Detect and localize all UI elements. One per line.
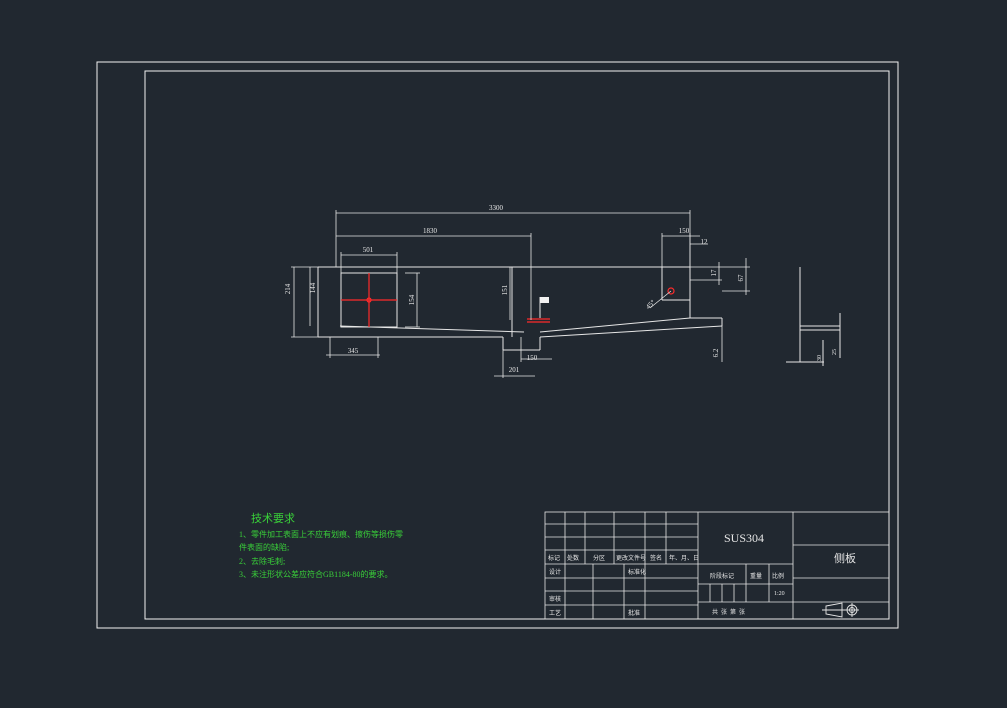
tb-header-cell: 处数 bbox=[567, 554, 579, 562]
technical-notes: 技术要求 1、零件加工表面上不应有划痕、擦伤等损伤零 件表面的缺陷; 2、去除毛… bbox=[239, 512, 403, 579]
tb-standardization-label: 标准化 bbox=[628, 568, 646, 576]
dim-right-width: 150 bbox=[679, 227, 690, 235]
dim-mid-height: 151 bbox=[501, 284, 509, 295]
dim-bottom-width: 150 bbox=[527, 354, 538, 362]
tb-header-cell: 标记 bbox=[548, 554, 560, 562]
dim-left-height: 214 bbox=[284, 283, 292, 294]
dim-overall-length: 3300 bbox=[489, 204, 504, 212]
title-block bbox=[544, 511, 890, 620]
tb-header-cell: 年、月、日 bbox=[669, 554, 699, 562]
notes-item: 1、零件加工表面上不应有划痕、擦伤等损伤零 bbox=[239, 529, 403, 539]
tb-scale-value: 1:20 bbox=[774, 591, 785, 597]
dim-bottom-offset: 201 bbox=[509, 366, 520, 374]
dim-length-2: 1830 bbox=[423, 227, 438, 235]
inner-border bbox=[144, 70, 890, 620]
outer-border bbox=[96, 61, 899, 629]
tb-process-label: 工艺 bbox=[549, 609, 561, 617]
tb-header-cell: 签名 bbox=[650, 554, 662, 562]
tb-header-cell: 分区 bbox=[593, 554, 605, 562]
main-view bbox=[317, 266, 723, 351]
dim-hole-width: 501 bbox=[363, 246, 374, 254]
side-view bbox=[786, 267, 841, 366]
dim-angle-note: 45° bbox=[644, 298, 657, 311]
dim-right-step: 17 bbox=[710, 269, 718, 277]
dimension-lines bbox=[291, 210, 750, 378]
dim-hole-offset: 345 bbox=[348, 347, 359, 355]
roughness-flag bbox=[539, 297, 549, 318]
projection-symbol-icon bbox=[822, 602, 859, 618]
dim-left-height-2: 144 bbox=[309, 282, 317, 293]
tb-header-cell: 更改文件号 bbox=[616, 554, 646, 562]
dim-right-gap: 12 bbox=[701, 238, 709, 246]
dim-hole-height: 154 bbox=[408, 294, 416, 305]
dim-right-height-2: 67 bbox=[737, 274, 745, 282]
tb-weight-label: 重量 bbox=[750, 572, 762, 580]
tb-material: SUS304 bbox=[724, 531, 764, 545]
tb-approve-label: 批准 bbox=[628, 609, 640, 617]
notes-item: 件表面的缺陷; bbox=[239, 542, 289, 552]
tb-scale-label: 比例 bbox=[772, 572, 784, 580]
notes-item: 2、去除毛刺; bbox=[239, 556, 285, 566]
tb-sheet-info: 共 张 第 张 bbox=[712, 608, 745, 616]
notes-title: 技术要求 bbox=[251, 512, 295, 525]
tb-part-name: 侧板 bbox=[834, 551, 856, 565]
hole-center-mark bbox=[341, 273, 397, 327]
notes-item: 3、未注形状公差应符合GB1184-80的要求。 bbox=[239, 569, 392, 579]
tb-designer-label: 设计 bbox=[549, 568, 561, 576]
dim-slope: 6.2 bbox=[712, 348, 720, 357]
tb-stage-label: 阶段标记 bbox=[710, 572, 734, 580]
dim-section-height: 25 bbox=[832, 349, 838, 355]
tb-review-label: 审核 bbox=[549, 595, 561, 603]
dim-section-width: 30 bbox=[817, 355, 823, 361]
